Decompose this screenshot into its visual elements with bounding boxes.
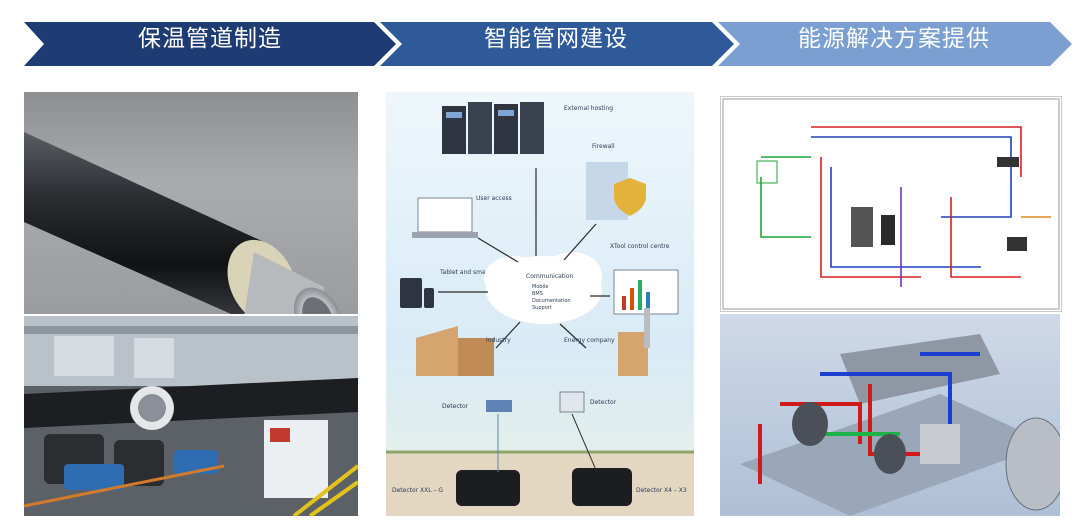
detector-left-label: Detector	[442, 403, 469, 410]
external-hosting-label: External hosting	[564, 105, 613, 112]
cloud-icon	[484, 252, 602, 324]
step-1-label: 保温管道制造	[138, 26, 282, 52]
chevron-step-3	[718, 22, 1072, 66]
industry-label: Industry	[486, 337, 511, 344]
laptop-icon	[412, 197, 478, 238]
smart-network-diagram: External hosting Firewall User access XT…	[386, 92, 694, 516]
pipe-factory-photo	[24, 316, 358, 516]
plant-3d-model	[720, 314, 1060, 516]
detector-left-icon	[486, 400, 512, 412]
step-3-label: 能源解决方案提供	[798, 26, 990, 52]
energy-building-icon	[618, 308, 650, 376]
control-centre-label: XTool control centre	[610, 243, 670, 250]
step-2-label: 智能管网建设	[484, 26, 628, 52]
industry-building-icon	[416, 326, 494, 376]
firewall-icon	[586, 162, 646, 220]
user-access-label: User access	[476, 195, 512, 202]
detector-pipe-right-label: Detector X4 – X3	[636, 487, 687, 494]
process-chevron-bar	[24, 22, 1072, 66]
comm-item: Documentation	[532, 298, 571, 304]
communication-label: Communication	[526, 273, 573, 280]
connection-arrows	[438, 168, 610, 349]
firewall-label: Firewall	[592, 143, 615, 150]
tablet-label: Tablet and smartphone	[439, 269, 510, 276]
server-rack-icon	[442, 102, 544, 154]
comm-item: Mobile	[532, 284, 548, 290]
comm-item: Support	[532, 305, 552, 311]
monitor-icon	[613, 269, 679, 315]
detector-right-icon	[559, 391, 585, 413]
tablet-icon	[400, 278, 434, 308]
energy-company-label: Energy company	[564, 337, 615, 344]
chevron-step-1	[24, 22, 396, 66]
buried-pipe-left	[456, 470, 520, 506]
piping-schematic-drawing	[720, 96, 1062, 312]
detector-pipe-left-label: Detector XXL – G	[392, 487, 443, 494]
buried-pipe-right	[572, 468, 632, 506]
chevron-step-2	[380, 22, 734, 66]
comm-item: BMS	[532, 291, 543, 297]
insulated-pipe-photo	[24, 92, 358, 314]
detector-right-label: Detector	[590, 399, 617, 406]
